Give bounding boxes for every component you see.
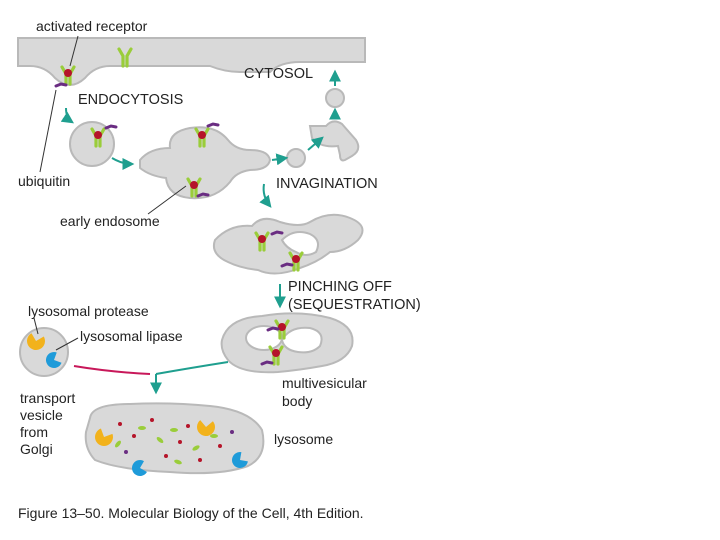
label-activated-receptor: activated receptor xyxy=(36,18,148,34)
lysosomal-protease-2 xyxy=(197,420,215,436)
plasma-membrane xyxy=(17,37,366,86)
arrow-to-endosome xyxy=(111,157,135,170)
label-endocytosis: ENDOCYTOSIS xyxy=(78,92,183,108)
intralumenal-vesicle-1 xyxy=(245,325,283,351)
label-pinching-off: PINCHING OFF xyxy=(288,279,392,295)
arrow-recycling-2 xyxy=(307,136,324,151)
label-golgi: Golgi xyxy=(20,441,53,457)
arrow-endocytosis xyxy=(60,107,74,124)
leader-lysosomal-lipase xyxy=(55,337,79,351)
degradation-fragments xyxy=(115,418,234,465)
label-sequestration: (SEQUESTRATION) xyxy=(288,297,421,313)
lysosomal-lipase-1 xyxy=(132,460,147,476)
recycling-tubule xyxy=(308,120,360,162)
label-from: from xyxy=(20,424,48,440)
lysosomal-protease xyxy=(95,428,113,446)
leader-early-endosome xyxy=(147,185,187,215)
fusion-arrow-green xyxy=(155,361,229,375)
label-transport: transport xyxy=(20,390,75,406)
lysosome xyxy=(84,402,265,475)
lysosomal-lipase-2 xyxy=(232,452,248,468)
arrow-recycling-1 xyxy=(271,153,289,166)
fusion-arrow-pink xyxy=(73,365,151,375)
protease-in-vesicle xyxy=(27,333,45,350)
arrow-invagination xyxy=(259,183,272,208)
intralumenal-vesicle-2 xyxy=(280,326,323,354)
invagination-pocket xyxy=(280,231,319,256)
label-vesicle: vesicle xyxy=(20,407,63,423)
label-body: body xyxy=(282,393,312,409)
transport-vesicle xyxy=(19,327,69,377)
label-lysosome: lysosome xyxy=(274,431,333,447)
leader-lysosomal-protease xyxy=(33,317,39,335)
label-ubiquitin: ubiquitin xyxy=(18,173,70,189)
recycling-vesicle-top xyxy=(325,88,345,108)
label-multivesicular: multivesicular xyxy=(282,375,367,391)
label-lysosomal-protease: lysosomal protease xyxy=(28,303,149,319)
label-invagination: INVAGINATION xyxy=(276,176,378,192)
recycling-vesicle-mid xyxy=(286,148,306,168)
label-early-endosome: early endosome xyxy=(60,213,160,229)
label-cytosol: CYTOSOL xyxy=(244,66,313,82)
leader-activated-receptor xyxy=(69,35,79,67)
lipase-in-vesicle xyxy=(46,352,62,368)
leader-ubiquitin xyxy=(39,89,57,173)
figure-caption: Figure 13–50. Molecular Biology of the C… xyxy=(18,505,364,521)
label-lysosomal-lipase: lysosomal lipase xyxy=(80,328,183,344)
